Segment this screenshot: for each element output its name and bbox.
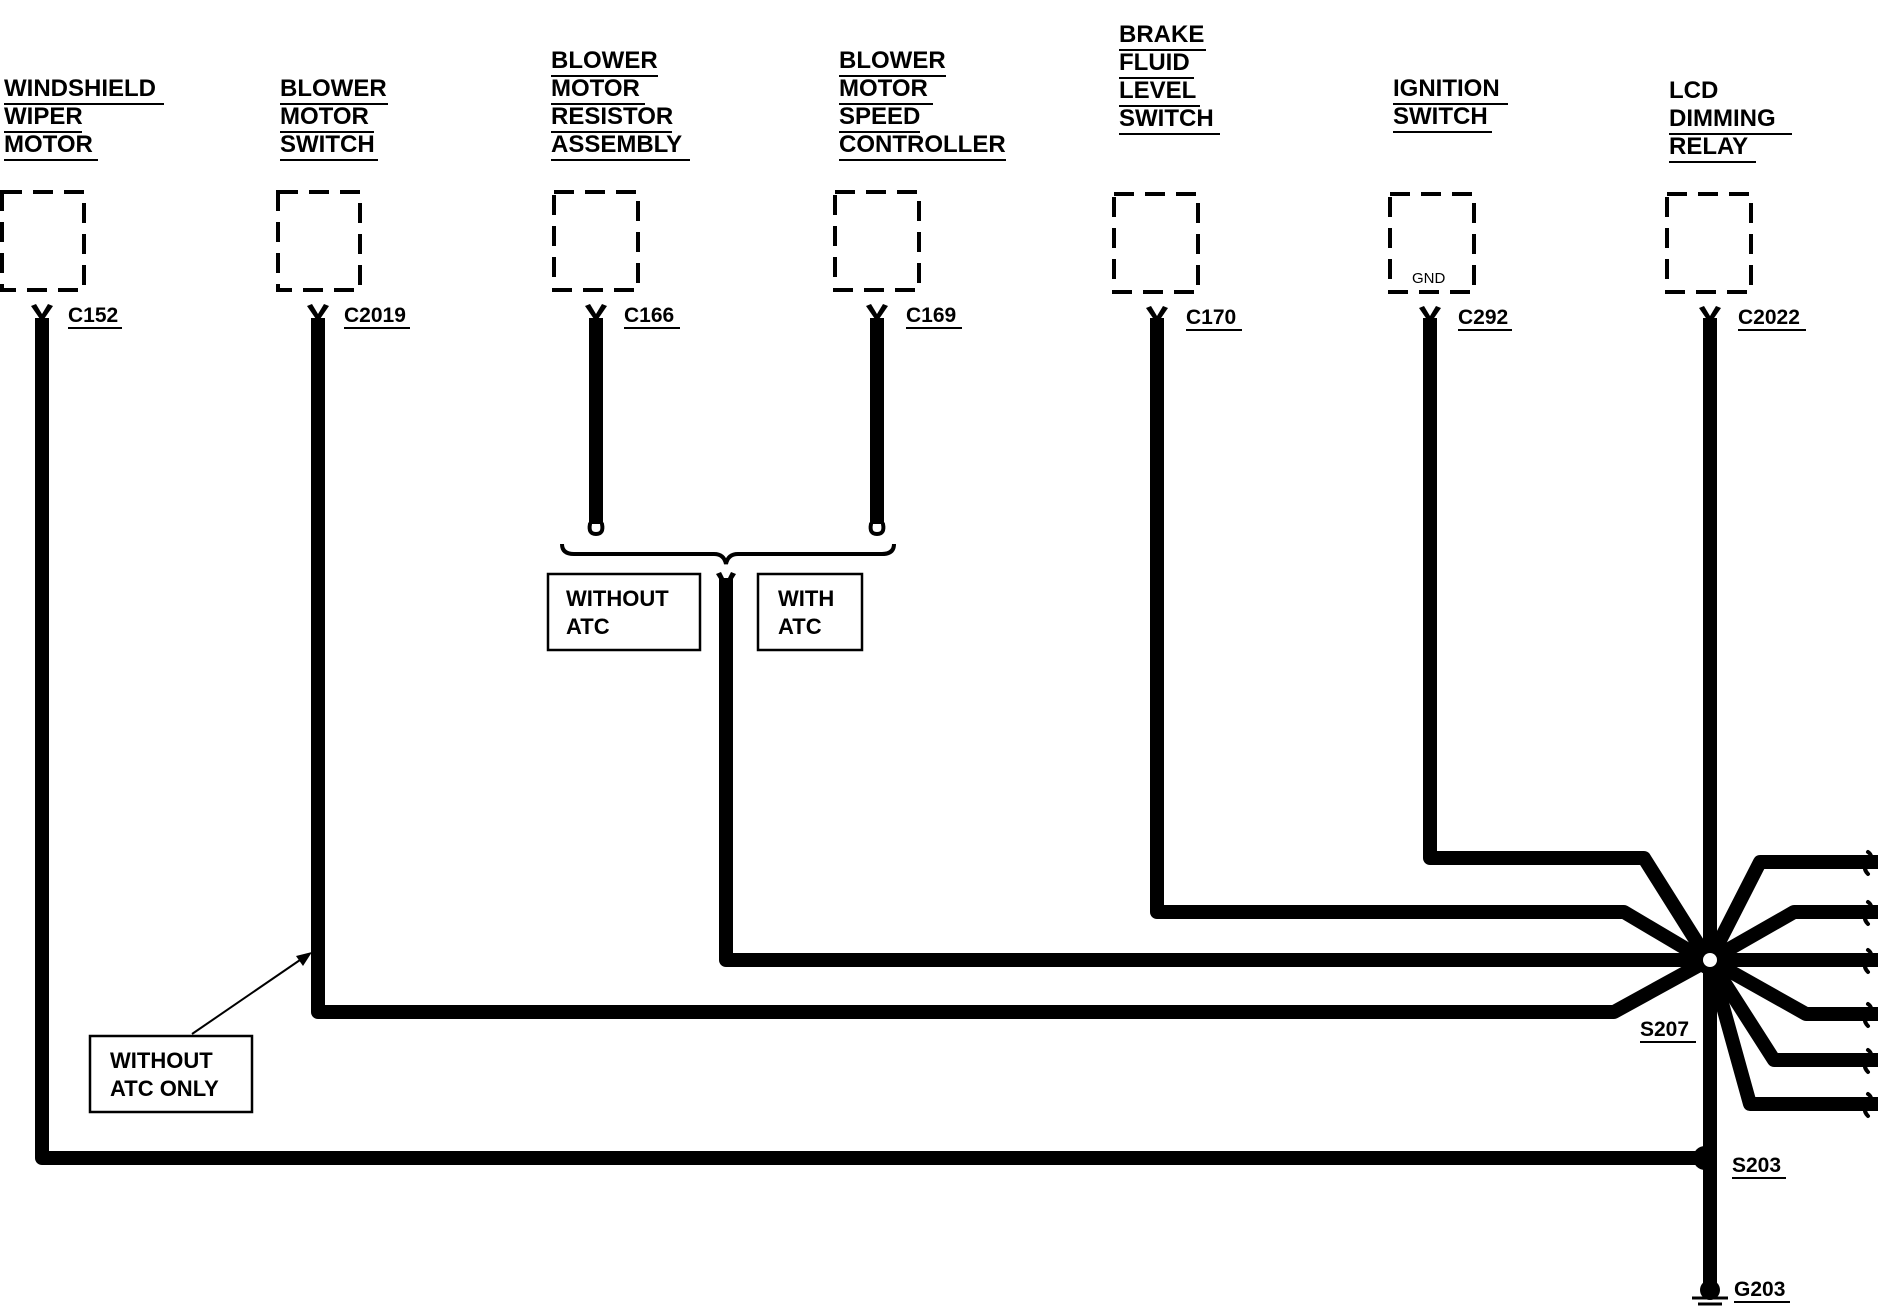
s207-right-branches: [1703, 855, 1878, 1111]
svg-text:LCD: LCD: [1669, 77, 1718, 104]
splice-s207: S207: [1640, 945, 1725, 1043]
svg-text:WITH: WITH: [778, 586, 834, 611]
brake-fluid-level-switch-box: [1112, 192, 1200, 294]
gnd-label: GND: [1412, 270, 1446, 287]
wire-end-hooks: [587, 522, 1873, 1118]
svg-text:SWITCH: SWITCH: [1393, 103, 1488, 130]
connector-c170: C170: [1186, 306, 1242, 331]
svg-text:C170: C170: [1186, 306, 1236, 329]
connector-c169: C169: [906, 304, 962, 329]
svg-text:G203: G203: [1734, 1278, 1785, 1301]
option-brace: [560, 543, 896, 565]
connector-c2019: C2019: [344, 304, 410, 329]
svg-text:C2019: C2019: [344, 304, 406, 327]
svg-text:CONTROLLER: CONTROLLER: [839, 131, 1006, 158]
svg-text:WITHOUT: WITHOUT: [566, 586, 669, 611]
svg-text:S207: S207: [1640, 1018, 1689, 1041]
wire-blower-motor-switch: [311, 318, 1709, 1019]
wire-windshield-wiper-motor: [35, 318, 1705, 1165]
svg-text:MOTOR: MOTOR: [551, 75, 640, 102]
svg-text:SWITCH: SWITCH: [1119, 105, 1214, 132]
lcd-dimming-relay-box: [1665, 192, 1753, 294]
blower-motor-resistor-assembly-box: [552, 190, 640, 292]
option-brace-connector: [716, 572, 736, 590]
svg-text:IGNITION: IGNITION: [1393, 75, 1500, 102]
windshield-wiper-motor-label: WINDSHIELD WIPER MOTOR: [4, 75, 164, 161]
note-leader-arrow: [191, 952, 312, 1035]
svg-text:ATC ONLY: ATC ONLY: [110, 1076, 219, 1101]
svg-text:LEVEL: LEVEL: [1119, 77, 1196, 104]
svg-text:MOTOR: MOTOR: [839, 75, 928, 102]
blower-motor-resistor-assembly-label: BLOWER MOTOR RESISTOR ASSEMBLY: [551, 47, 690, 161]
svg-text:SWITCH: SWITCH: [280, 131, 375, 158]
splice-s203: S203: [1693, 1146, 1786, 1179]
svg-text:C169: C169: [906, 304, 956, 327]
windshield-wiper-motor-box: [0, 190, 86, 292]
svg-text:S203: S203: [1732, 1154, 1781, 1177]
svg-text:MOTOR: MOTOR: [280, 103, 369, 130]
blower-motor-switch-label: BLOWER MOTOR SWITCH: [280, 75, 388, 161]
brake-fluid-level-switch-label: BRAKE FLUID LEVEL SWITCH: [1119, 21, 1220, 135]
svg-text:C2022: C2022: [1738, 306, 1800, 329]
svg-text:SPEED: SPEED: [839, 103, 920, 130]
lcd-dimming-relay-label: LCD DIMMING RELAY: [1669, 77, 1792, 163]
blower-motor-speed-controller-label: BLOWER MOTOR SPEED CONTROLLER: [839, 47, 1006, 161]
wire-brake-fluid-level-switch: [1150, 318, 1709, 967]
wire-ignition-switch: [1423, 318, 1711, 959]
svg-text:ATC: ATC: [778, 614, 822, 639]
svg-text:C166: C166: [624, 304, 674, 327]
svg-text:BLOWER: BLOWER: [280, 75, 387, 102]
connector-c292: C292: [1458, 306, 1512, 331]
svg-text:RELAY: RELAY: [1669, 133, 1748, 160]
svg-text:ATC: ATC: [566, 614, 610, 639]
svg-text:C152: C152: [68, 304, 118, 327]
wire-atc-common: [719, 578, 1710, 967]
svg-text:ASSEMBLY: ASSEMBLY: [551, 131, 682, 158]
svg-text:WITHOUT: WITHOUT: [110, 1048, 213, 1073]
connector-c152: C152: [68, 304, 122, 329]
blower-motor-switch-box: [276, 190, 362, 292]
svg-text:BLOWER: BLOWER: [839, 47, 946, 74]
blower-motor-speed-controller-box: [833, 190, 921, 292]
note-without-atc-only: WITHOUT ATC ONLY: [88, 1034, 254, 1114]
svg-text:RESISTOR: RESISTOR: [551, 103, 673, 130]
svg-text:C292: C292: [1458, 306, 1508, 329]
svg-text:WINDSHIELD: WINDSHIELD: [4, 75, 156, 102]
note-with-atc: WITH ATC: [756, 572, 864, 652]
connector-terminals: [31, 304, 1721, 324]
svg-text:DIMMING: DIMMING: [1669, 105, 1776, 132]
svg-text:BLOWER: BLOWER: [551, 47, 658, 74]
note-without-atc: WITHOUT ATC: [546, 572, 702, 652]
connector-c166: C166: [624, 304, 680, 329]
connector-c2022: C2022: [1738, 306, 1806, 331]
svg-text:WIPER: WIPER: [4, 103, 83, 130]
ignition-switch-box: [1388, 192, 1476, 294]
svg-text:BRAKE: BRAKE: [1119, 21, 1204, 48]
ground-g203: G203: [1692, 1278, 1790, 1306]
ignition-switch-label: IGNITION SWITCH: [1393, 75, 1508, 133]
svg-text:MOTOR: MOTOR: [4, 131, 93, 158]
svg-text:FLUID: FLUID: [1119, 49, 1190, 76]
